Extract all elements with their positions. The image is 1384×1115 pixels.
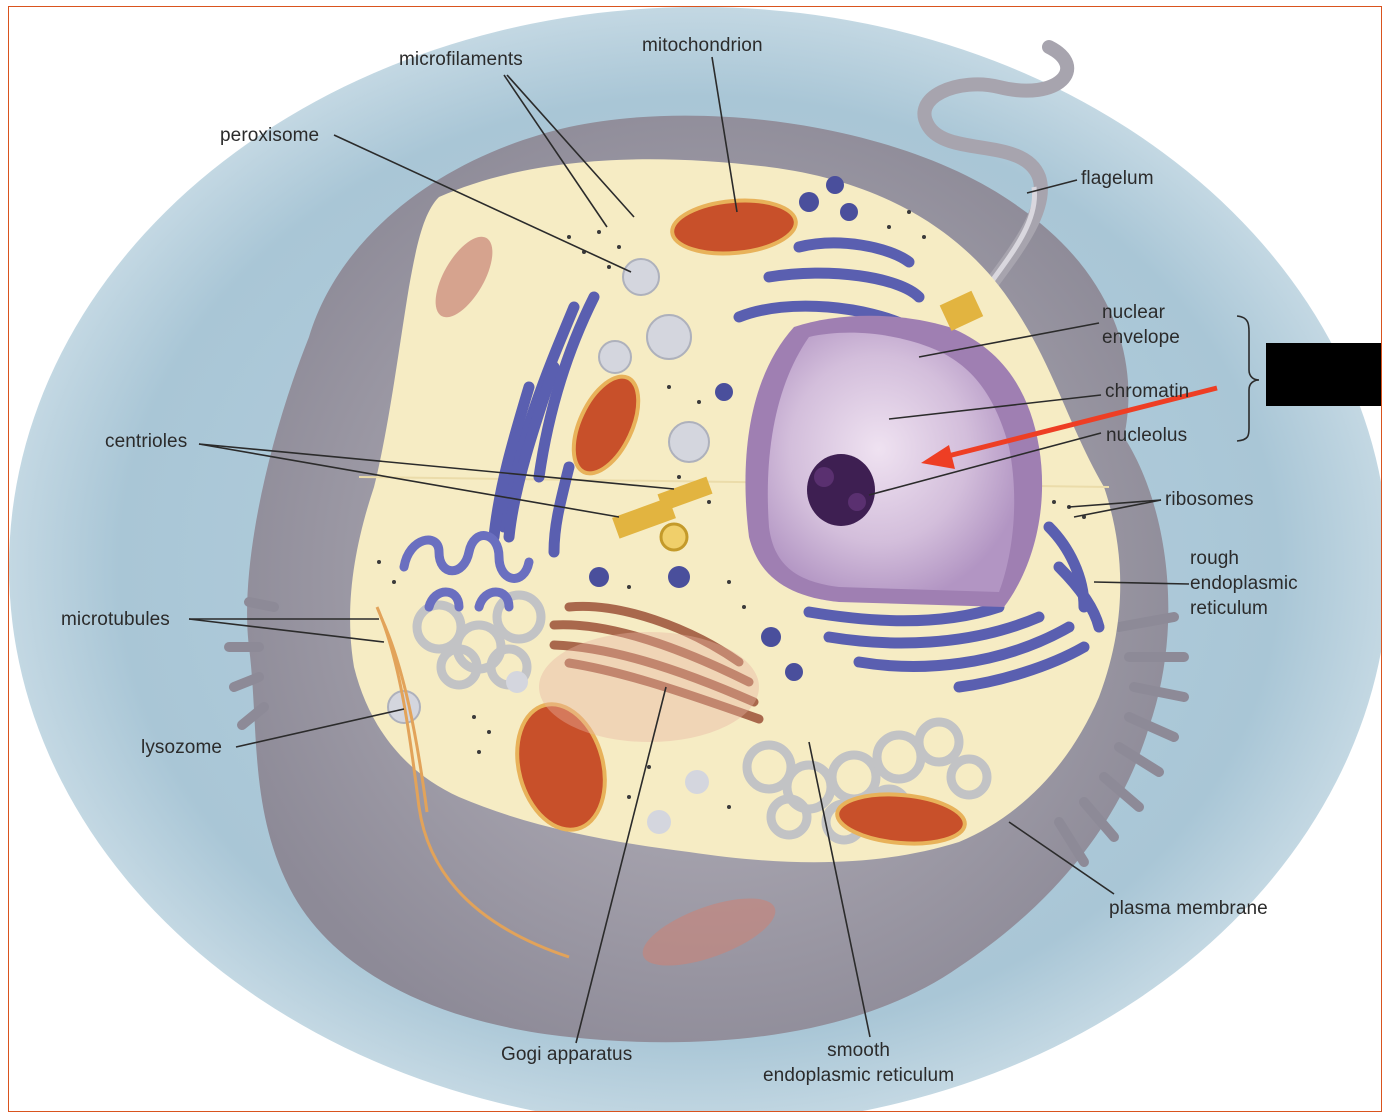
label-centrioles: centrioles [105,429,187,454]
cell-illustration [9,7,1382,1112]
label-ribosomes: ribosomes [1165,487,1254,512]
label-plasma-membrane: plasma membrane [1109,896,1268,921]
label-microtubules: microtubules [61,607,170,632]
label-flagelum: flagelum [1081,166,1154,191]
label-smooth-er: smooth endoplasmic reticulum [763,1038,954,1088]
label-mitochondrion: mitochondrion [642,33,763,58]
nucleolus-shape [807,454,875,526]
label-nucleolus: nucleolus [1106,423,1187,448]
label-lysozome: lysozome [141,735,222,760]
label-peroxisome: peroxisome [220,123,319,148]
label-chromatin: chromatin [1105,379,1189,404]
label-nuclear-envelope: nuclear envelope [1102,300,1180,350]
label-golgi: Gogi apparatus [501,1042,632,1067]
diagram-frame: microfilaments mitochondrion peroxisome … [8,6,1382,1112]
redacted-label-box [1266,343,1382,406]
label-rough-er: rough endoplasmic reticulum [1190,546,1298,621]
label-microfilaments: microfilaments [399,47,523,72]
